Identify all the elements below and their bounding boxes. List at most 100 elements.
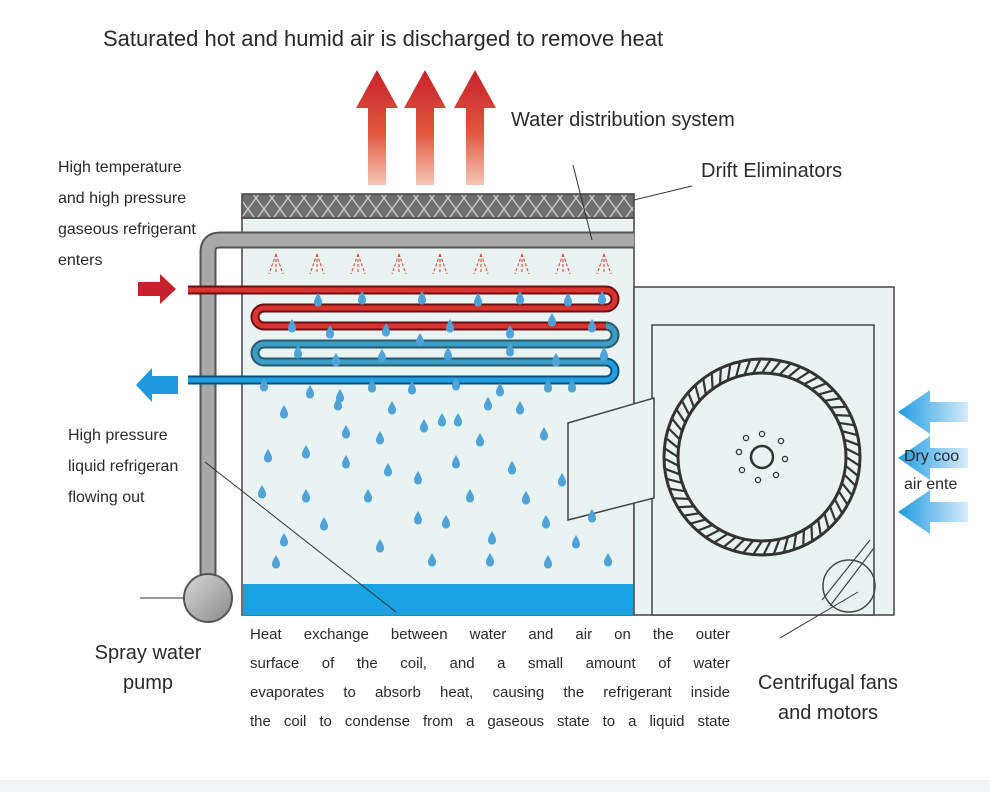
- water-drop-icon: [571, 535, 581, 549]
- spray-pump-line: pump: [122, 672, 174, 694]
- exhaust-arrows: [356, 70, 496, 185]
- fan-blade: [817, 389, 835, 396]
- centrifugal-fan-icon: [662, 357, 862, 557]
- fan-blade: [673, 497, 690, 501]
- water-drop-icon: [485, 553, 495, 567]
- water-drop-icon: [415, 333, 425, 347]
- water-drop-icon: [563, 293, 573, 307]
- gas-inlet-label: High temperature and high pressure gaseo…: [58, 152, 196, 276]
- water-drop-icon: [375, 539, 385, 553]
- motor: [822, 559, 876, 613]
- water-drop-icon: [417, 291, 427, 305]
- coil: [188, 285, 620, 385]
- fan-blade: [845, 456, 861, 467]
- fan-blade: [828, 505, 837, 522]
- fan-blade: [713, 532, 729, 544]
- fan-blade: [726, 364, 732, 381]
- spray-stream: [473, 253, 482, 275]
- water-drop-icon: [547, 313, 557, 327]
- water-drop-icon: [451, 377, 461, 391]
- fan-blade: [834, 413, 851, 417]
- fan-blade: [718, 368, 722, 385]
- water-drop-icon: [341, 425, 351, 439]
- spray-stream: [268, 253, 277, 275]
- spray-stream: [309, 253, 318, 275]
- liquid-outlet-line: High pressure: [68, 427, 168, 444]
- fan-blade: [761, 358, 772, 374]
- fan-blade: [734, 361, 742, 378]
- fan-blade: [810, 382, 827, 391]
- fan-blade: [782, 536, 790, 553]
- fan-blade: [687, 392, 696, 409]
- water-drop-icon: [293, 345, 303, 359]
- water-drop-icon: [599, 347, 609, 361]
- water-drop-icon: [465, 489, 475, 503]
- spray-pump-line: Spray water: [94, 642, 202, 664]
- water-drop-icon: [603, 553, 613, 567]
- water-drop-icon: [257, 485, 267, 499]
- fan-blade: [722, 536, 737, 548]
- fan-blade: [844, 464, 859, 477]
- water-drop-icon: [505, 325, 515, 339]
- water-drop-icon: [331, 353, 341, 367]
- fan-blade: [817, 519, 822, 536]
- fan-blade: [841, 482, 853, 497]
- water-drop-icon: [375, 431, 385, 445]
- fan-blade: [697, 523, 714, 532]
- heat-exchange-caption: Heat exchange between water and air on t…: [250, 620, 730, 736]
- drift-eliminators-label: Drift Eliminators: [701, 160, 843, 182]
- water-drop-icon: [587, 319, 597, 333]
- fan-blade: [752, 540, 763, 556]
- caption-line: the coil to condense from a gaseous stat…: [250, 713, 730, 730]
- water-drop-icon: [377, 349, 387, 363]
- fan-blade: [680, 400, 691, 416]
- leader-lines: [140, 164, 859, 639]
- fan-blade: [694, 384, 701, 402]
- water-drop-icon: [521, 491, 531, 505]
- fan-blade: [772, 538, 781, 555]
- fan-blade: [683, 512, 700, 517]
- fans-label: Centrifugal fans and motors: [736, 668, 920, 728]
- water-drop-icon: [259, 378, 269, 392]
- spray-stream: [357, 253, 366, 275]
- red-up-arrow-icon: [356, 70, 398, 185]
- fan-blade: [666, 477, 683, 485]
- spray-stream: [480, 253, 489, 275]
- fan-blade: [837, 490, 849, 506]
- liquid-outlet-line: liquid refrigeran: [68, 458, 179, 475]
- water-drop-icon: [495, 383, 505, 397]
- fan-blade: [669, 487, 686, 493]
- fan-blade: [710, 372, 714, 390]
- basin-water: [243, 584, 633, 615]
- fan-blade: [665, 437, 680, 450]
- water-drop-icon: [279, 405, 289, 419]
- tower-body: [241, 217, 635, 616]
- water-drop-icon: [287, 319, 297, 333]
- caption-line: Heat exchange between water and air on t…: [250, 626, 730, 643]
- water-drop-icon: [357, 291, 367, 305]
- spray-nozzles: [268, 253, 612, 275]
- blue-left-arrow-icon: [898, 436, 968, 480]
- water-drop-icon: [515, 291, 525, 305]
- water-drop-icon: [325, 325, 335, 339]
- water-drop-icon: [363, 489, 373, 503]
- water-drop-icon: [319, 517, 329, 531]
- water-drop-icon: [333, 397, 343, 411]
- fan-blade: [743, 359, 752, 376]
- spray-stream: [316, 253, 325, 275]
- fan-blade: [664, 467, 681, 476]
- fan-blade: [732, 538, 746, 552]
- water-drop-icon: [475, 433, 485, 447]
- water-drop-icon: [407, 381, 417, 395]
- water-drop-icon: [413, 511, 423, 525]
- fan-blade: [667, 427, 681, 441]
- fan-blade: [845, 447, 861, 457]
- blue-left-arrow-icon: [136, 368, 178, 402]
- gas-inlet-line: High temperature: [58, 159, 182, 176]
- dry-air-arrows: [898, 390, 968, 534]
- spray-stream: [398, 253, 407, 275]
- water-drop-icon: [487, 531, 497, 545]
- water-drop-icon: [427, 553, 437, 567]
- fan-blade: [810, 524, 814, 542]
